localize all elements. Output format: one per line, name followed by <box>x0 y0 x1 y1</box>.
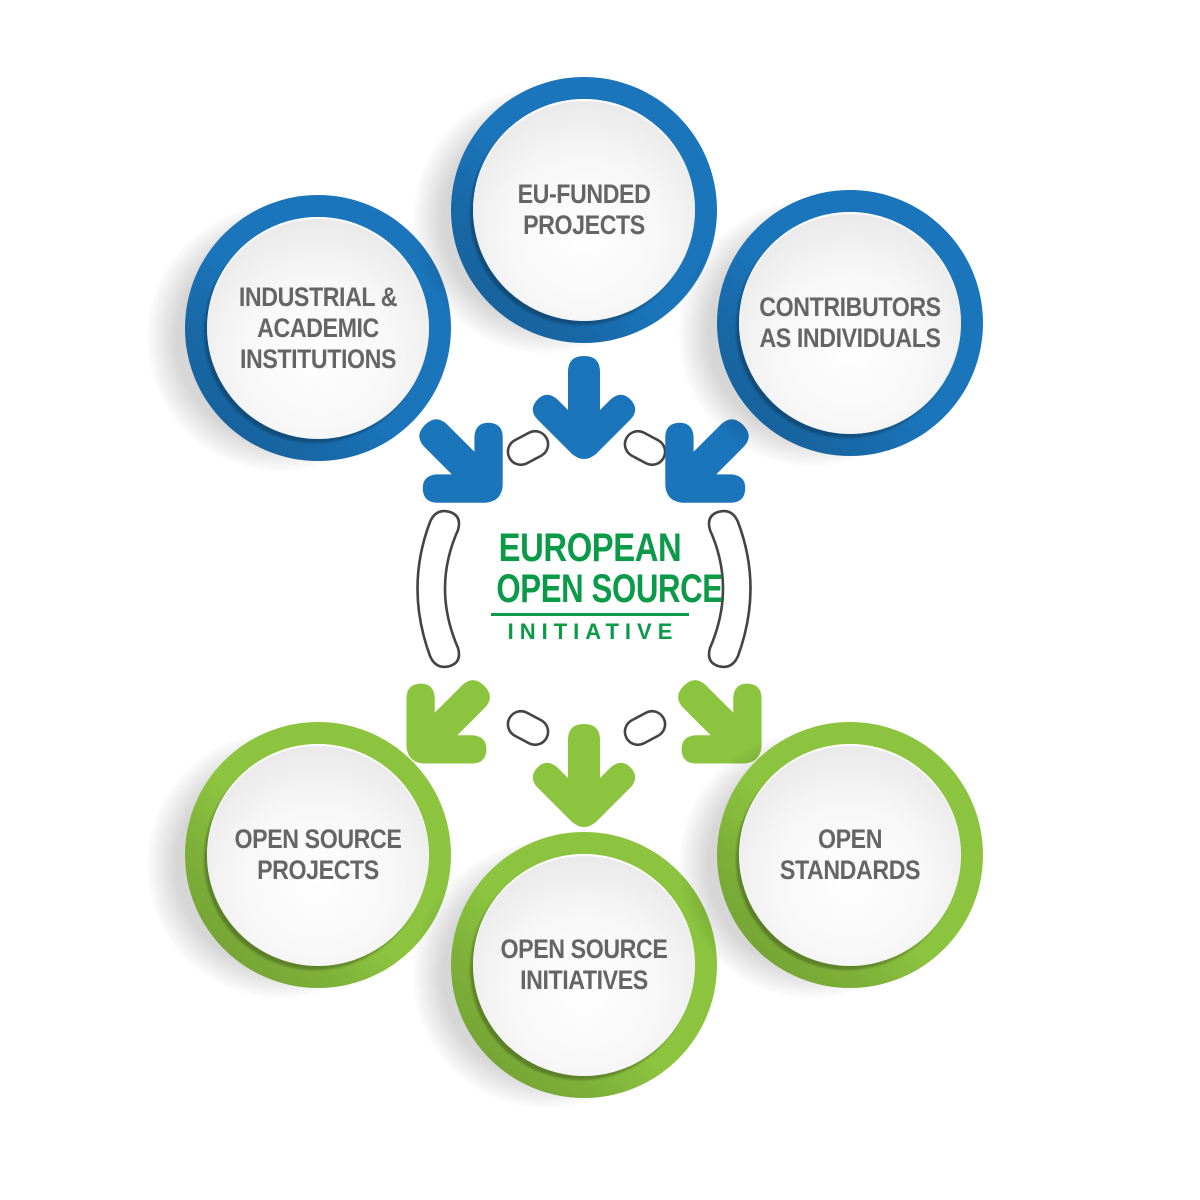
center-logo: EUROPEAN OPEN SOURCE INITIATIVE <box>470 526 723 644</box>
node-label: EU-FUNDED PROJECTS <box>517 179 651 240</box>
input-node-eu-funded: EU-FUNDED PROJECTS <box>413 77 717 353</box>
output-node-open-standards: OPEN STANDARDS <box>679 722 983 998</box>
node-label: OPEN STANDARDS <box>779 824 921 885</box>
logo-line-european: EUROPEAN <box>498 526 682 570</box>
input-node-industrial-academic: INDUSTRIAL & ACADEMIC INSTITUTIONS <box>147 195 451 471</box>
input-node-contributors: CONTRIBUTORS AS INDIVIDUALS <box>679 190 983 466</box>
logo-line-open-source: OPEN SOURCE <box>496 567 723 611</box>
chain-link-bottom-left <box>506 709 550 747</box>
arrow-icon-bottom <box>532 724 636 827</box>
left-bracket-link <box>416 509 461 669</box>
logo-line-initiative: INITIATIVE <box>507 619 679 644</box>
node-label: OPEN SOURCE PROJECTS <box>234 824 402 885</box>
chain-link-top-left <box>506 429 550 467</box>
right-bracket-link <box>707 509 752 669</box>
node-label: CONTRIBUTORS AS INDIVIDUALS <box>759 292 941 353</box>
output-node-os-projects: OPEN SOURCE PROJECTS <box>147 722 451 998</box>
node-label: OPEN SOURCE INITIATIVES <box>500 934 668 995</box>
chain-link-top-right <box>623 429 667 467</box>
logo-divider <box>491 613 689 616</box>
node-label: INDUSTRIAL & ACADEMIC INSTITUTIONS <box>238 281 398 374</box>
chain-link-bottom-right <box>623 709 667 747</box>
output-node-os-initiatives: OPEN SOURCE INITIATIVES <box>413 832 717 1108</box>
